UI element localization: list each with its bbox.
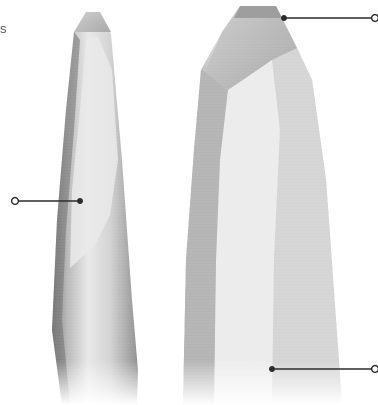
- callout-right-flat-anchor-dot: [269, 366, 275, 372]
- callout-right-tip: [281, 15, 378, 22]
- bottom-fade: [0, 360, 378, 405]
- left-tool-tip: [50, 12, 142, 405]
- callout-left-flat-endpoint: [12, 198, 19, 205]
- right-tool-tip: [183, 6, 343, 405]
- callout-left-flat-anchor-dot: [77, 198, 83, 204]
- callout-right-tip-anchor-dot: [281, 15, 287, 21]
- cropped-label-fragment: s: [0, 22, 7, 35]
- right-tool-tip-cap: [234, 6, 282, 18]
- callout-right-tip-endpoint: [372, 15, 378, 22]
- callout-right-flat-endpoint: [372, 366, 378, 373]
